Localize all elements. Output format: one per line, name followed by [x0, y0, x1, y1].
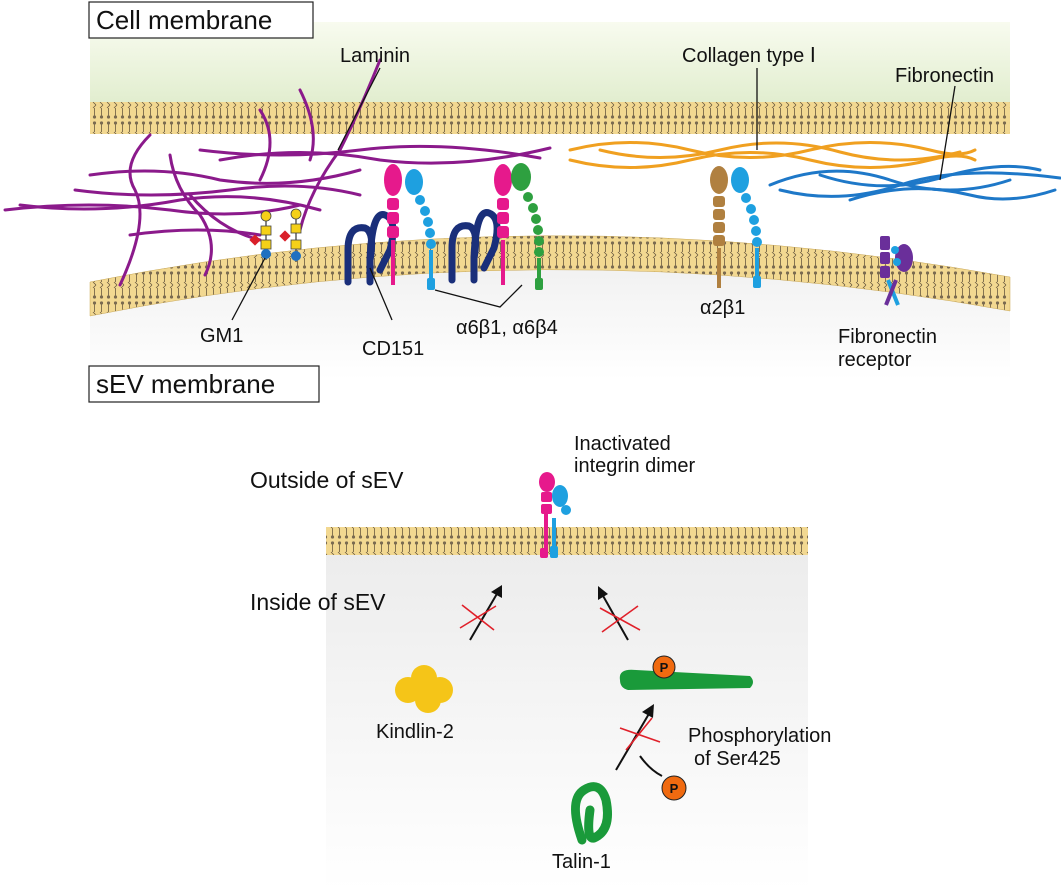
label-phosphorylation-1: Phosphorylation — [688, 725, 831, 747]
label-outside: Outside of sEV — [250, 467, 404, 493]
bottom-panel: P P Outside of sEV Inside of sEV Inactiv… — [250, 433, 831, 890]
a2b1-integrin — [710, 166, 762, 288]
sev-membrane-title: sEV membrane — [96, 369, 275, 399]
fibronectin-fibers — [768, 164, 1061, 202]
label-a2b1: α2β1 — [700, 297, 745, 319]
label-fn-receptor-1: Fibronectin — [838, 326, 937, 348]
gm1-glycans — [249, 208, 302, 262]
label-fn-receptor-2: receptor — [838, 349, 912, 371]
inhibition-crosses — [459, 604, 661, 751]
p-badge-2: P — [670, 781, 679, 796]
talin-extended: P — [619, 655, 753, 690]
laminin-fibers — [3, 58, 552, 287]
label-inactivated-1: Inactivated — [574, 433, 671, 455]
label-collagen: Collagen type Ⅰ — [682, 45, 816, 67]
label-cd151: CD151 — [362, 338, 424, 360]
sev-interior — [326, 550, 808, 890]
leader-lines — [231, 67, 956, 321]
cell-membrane-bilayer — [90, 102, 1010, 134]
cell-membrane-title-box: Cell membrane — [88, 1, 314, 39]
label-talin-1: Talin-1 — [552, 851, 611, 873]
inactivated-integrin-dimer — [539, 472, 571, 558]
cell-membrane-title: Cell membrane — [96, 5, 272, 35]
phosphate-free: P — [661, 775, 687, 801]
collagen-fibers — [568, 141, 977, 169]
label-inside: Inside of sEV — [250, 589, 386, 615]
sev-inner-membrane — [326, 527, 808, 555]
alpha6-integrin — [384, 164, 512, 285]
beta4-integrin — [511, 163, 544, 290]
label-laminin: Laminin — [340, 45, 410, 67]
label-kindlin-2: Kindlin-2 — [376, 721, 454, 743]
label-a6b1-a6b4: α6β1, α6β4 — [456, 317, 558, 339]
sev-membrane-title-box: sEV membrane — [88, 365, 320, 403]
label-phosphorylation-2: of Ser425 — [694, 748, 781, 770]
talin-1-folded — [571, 782, 612, 845]
fibronectin-receptor — [880, 236, 913, 306]
p-badge-1: P — [660, 660, 669, 675]
label-fibronectin: Fibronectin — [895, 65, 994, 87]
beta1-integrin — [405, 169, 436, 290]
top-panel: Cell membrane sEV membrane Laminin Colla… — [3, 1, 1061, 403]
kindlin-2-shape — [395, 665, 453, 713]
cd151-tetraspanin — [344, 209, 501, 286]
label-gm1: GM1 — [200, 325, 243, 347]
label-inactivated-2: integrin dimer — [574, 455, 696, 477]
phosphate-arrow-line — [639, 755, 663, 777]
